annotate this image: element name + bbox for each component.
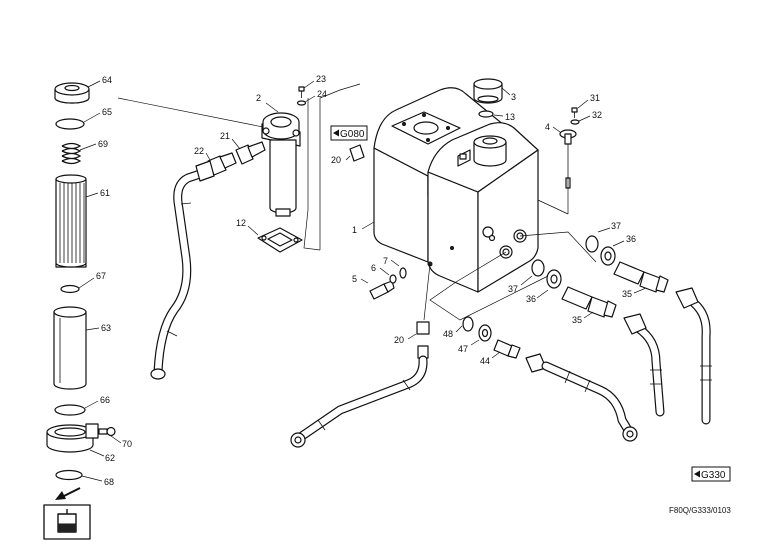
label-24: 24 bbox=[317, 89, 327, 99]
o-ring-37-lower bbox=[531, 259, 545, 277]
screw-70 bbox=[98, 426, 116, 437]
o-ring-37-upper bbox=[585, 235, 599, 253]
filter-cap-64 bbox=[54, 82, 90, 104]
tank-symbol-icon bbox=[43, 504, 91, 540]
screw-23 bbox=[298, 86, 305, 98]
label-35-lower: 35 bbox=[572, 315, 582, 325]
filter-element-61 bbox=[55, 174, 87, 268]
label-4: 4 bbox=[545, 122, 550, 132]
label-32: 32 bbox=[592, 110, 602, 120]
label-36-upper: 36 bbox=[626, 234, 636, 244]
label-62: 62 bbox=[105, 453, 115, 463]
label-21: 21 bbox=[220, 131, 230, 141]
filler-neck bbox=[473, 135, 507, 167]
o-ring-66 bbox=[54, 404, 86, 416]
hose-lower bbox=[290, 263, 431, 448]
label-35-upper: 35 bbox=[622, 289, 632, 299]
label-66: 66 bbox=[100, 395, 110, 405]
fitting-20-upper bbox=[349, 144, 365, 162]
reference-g330[interactable]: G330 bbox=[691, 466, 731, 482]
filler-cap-3 bbox=[473, 78, 503, 104]
washer-7 bbox=[399, 267, 407, 279]
label-68: 68 bbox=[104, 477, 114, 487]
reference-g080-label: G080 bbox=[340, 129, 365, 140]
ring-67 bbox=[60, 284, 80, 294]
label-70: 70 bbox=[122, 439, 132, 449]
label-7: 7 bbox=[383, 256, 388, 266]
label-23: 23 bbox=[316, 74, 326, 84]
pointer-left-icon bbox=[694, 470, 700, 478]
adapter-44 bbox=[493, 339, 521, 359]
washer-24 bbox=[296, 100, 307, 106]
label-61: 61 bbox=[100, 188, 110, 198]
label-13: 13 bbox=[505, 112, 515, 122]
hydraulic-tank-1 bbox=[373, 87, 539, 293]
label-36-lower: 36 bbox=[526, 294, 536, 304]
part-labels: 64 65 69 61 67 63 66 70 62 68 2 21 22 23… bbox=[96, 74, 636, 487]
removal-arrow-icon bbox=[55, 487, 81, 500]
washer-6 bbox=[389, 274, 397, 284]
label-47: 47 bbox=[458, 344, 468, 354]
gasket-12 bbox=[257, 227, 303, 253]
label-1: 1 bbox=[352, 225, 357, 235]
adapter-35-upper bbox=[613, 261, 669, 293]
hose-bottom-assembly bbox=[455, 316, 638, 442]
drawing-code: F80Q/G333/0103 bbox=[669, 506, 731, 515]
label-63: 63 bbox=[101, 323, 111, 333]
hose-right-assembly bbox=[429, 227, 712, 425]
seal-13 bbox=[478, 110, 494, 118]
label-12: 12 bbox=[236, 218, 246, 228]
filter-bowl-63 bbox=[53, 306, 87, 390]
washer-32 bbox=[570, 119, 580, 125]
fitting-21 bbox=[235, 141, 266, 165]
label-65: 65 bbox=[102, 107, 112, 117]
label-48: 48 bbox=[443, 329, 453, 339]
spring-69 bbox=[61, 142, 82, 165]
label-20-upper: 20 bbox=[331, 155, 341, 165]
adapter-35-lower bbox=[561, 286, 617, 318]
label-64: 64 bbox=[102, 75, 112, 85]
label-37-lower: 37 bbox=[508, 284, 518, 294]
label-3: 3 bbox=[511, 92, 516, 102]
screw-31 bbox=[571, 107, 578, 118]
clamp-62 bbox=[46, 423, 99, 453]
o-ring-68 bbox=[55, 469, 83, 481]
label-31: 31 bbox=[590, 93, 600, 103]
label-44: 44 bbox=[480, 356, 490, 366]
filter-head-2 bbox=[261, 112, 301, 217]
filter-stack bbox=[43, 80, 269, 540]
label-22: 22 bbox=[194, 146, 204, 156]
label-20-lower: 20 bbox=[394, 335, 404, 345]
reference-g080[interactable]: G080 bbox=[330, 125, 368, 141]
plug-5 bbox=[369, 280, 395, 300]
label-37-upper: 37 bbox=[611, 221, 621, 231]
pointer-left-icon bbox=[333, 129, 339, 137]
label-67: 67 bbox=[96, 271, 106, 281]
filter-head-assembly bbox=[150, 80, 361, 380]
label-5: 5 bbox=[352, 274, 357, 284]
o-ring-65 bbox=[55, 118, 85, 130]
label-6: 6 bbox=[371, 263, 376, 273]
o-ring-48 bbox=[462, 316, 474, 332]
label-2: 2 bbox=[256, 93, 261, 103]
label-69: 69 bbox=[98, 139, 108, 149]
hose-left bbox=[150, 160, 215, 380]
reference-g330-label: G330 bbox=[701, 470, 726, 481]
